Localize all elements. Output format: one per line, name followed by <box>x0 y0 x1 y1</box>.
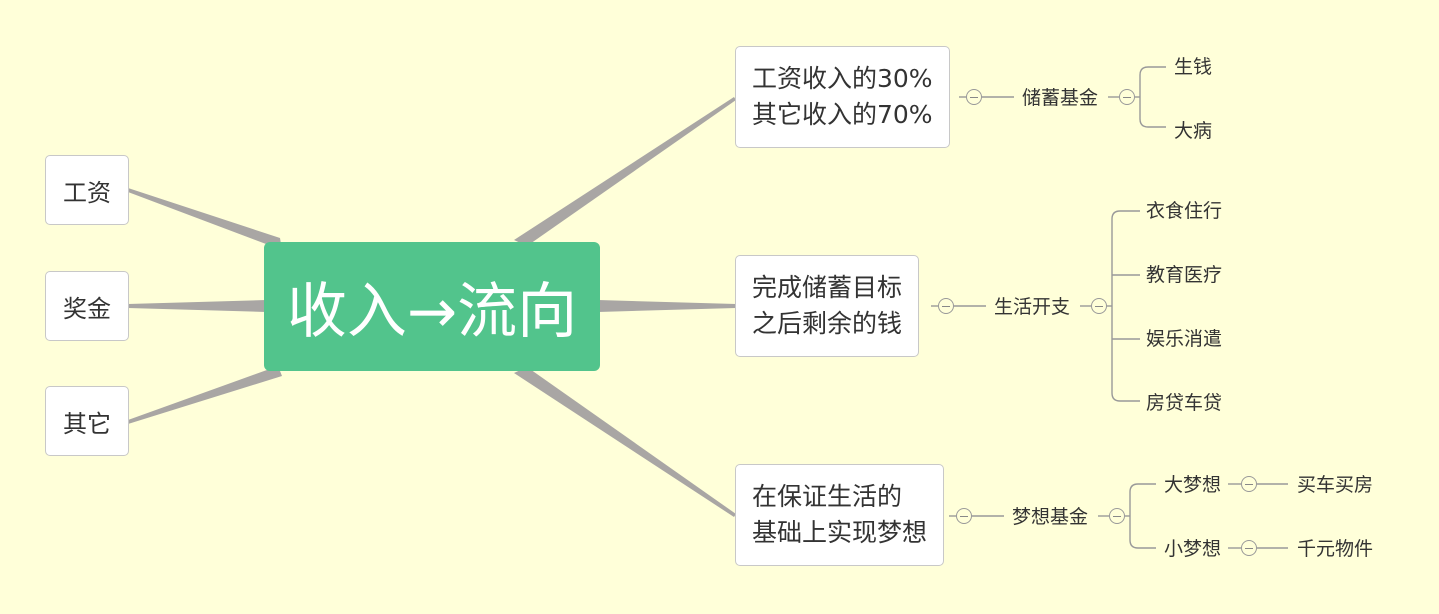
category-savings[interactable]: 储蓄基金 <box>1022 87 1099 109</box>
leaf-item[interactable]: 大梦想 <box>1164 474 1222 496</box>
leaf-item[interactable]: 买车买房 <box>1297 474 1374 496</box>
collapse-toggle-icon[interactable] <box>1091 298 1107 314</box>
central-topic[interactable]: 收入→流向 <box>264 242 600 371</box>
branch-line: 工资收入的30% <box>752 64 933 93</box>
branch-node-living[interactable]: 完成储蓄目标 之后剩余的钱 <box>735 255 920 357</box>
branch-node-savings[interactable]: 工资收入的30% 其它收入的70% <box>735 46 950 148</box>
category-dream[interactable]: 梦想基金 <box>1012 506 1089 528</box>
collapse-toggle-icon[interactable] <box>1109 508 1125 524</box>
branch-line: 其它收入的70% <box>752 100 933 129</box>
leaf-item[interactable]: 生钱 <box>1174 56 1213 78</box>
collapse-toggle-icon[interactable] <box>1241 476 1257 492</box>
leaf-item[interactable]: 小梦想 <box>1164 538 1222 560</box>
connector-to-living-branch <box>598 300 736 312</box>
category-living[interactable]: 生活开支 <box>994 296 1071 318</box>
collapse-toggle-icon[interactable] <box>966 89 982 105</box>
source-label: 工资 <box>63 178 111 207</box>
collapse-toggle-icon[interactable] <box>938 298 954 314</box>
connector-to-dream-branch <box>514 367 736 517</box>
source-label: 奖金 <box>63 294 111 323</box>
source-node-other[interactable]: 其它 <box>45 386 129 456</box>
branch-node-dream[interactable]: 在保证生活的 基础上实现梦想 <box>735 464 945 566</box>
collapse-toggle-icon[interactable] <box>1119 89 1135 105</box>
branch-line: 基础上实现梦想 <box>752 518 928 547</box>
branch-line: 之后剩余的钱 <box>752 309 903 338</box>
branch-line: 在保证生活的 <box>752 482 903 511</box>
source-node-bonus[interactable]: 奖金 <box>45 271 129 341</box>
savings-branch-lines <box>959 66 1166 128</box>
central-topic-label: 收入→流向 <box>286 277 578 347</box>
dream-branch-lines <box>949 483 1288 549</box>
collapse-toggle-icon[interactable] <box>1241 540 1257 556</box>
collapse-toggle-icon[interactable] <box>956 508 972 524</box>
connector-to-bonus <box>128 300 266 312</box>
leaf-item[interactable]: 房贷车贷 <box>1146 392 1223 414</box>
leaf-item[interactable]: 娱乐消遣 <box>1146 328 1223 350</box>
branch-line: 完成储蓄目标 <box>752 273 903 302</box>
leaf-item[interactable]: 大病 <box>1174 120 1213 142</box>
connector-to-wage <box>128 188 282 250</box>
source-node-wage[interactable]: 工资 <box>45 155 129 225</box>
living-branch-lines <box>931 210 1140 402</box>
leaf-item[interactable]: 千元物件 <box>1297 538 1374 560</box>
connector-to-savings-branch <box>514 97 736 246</box>
source-label: 其它 <box>63 409 111 438</box>
leaf-item[interactable]: 衣食住行 <box>1146 200 1223 222</box>
connector-to-other <box>128 366 282 424</box>
leaf-item[interactable]: 教育医疗 <box>1146 264 1223 286</box>
